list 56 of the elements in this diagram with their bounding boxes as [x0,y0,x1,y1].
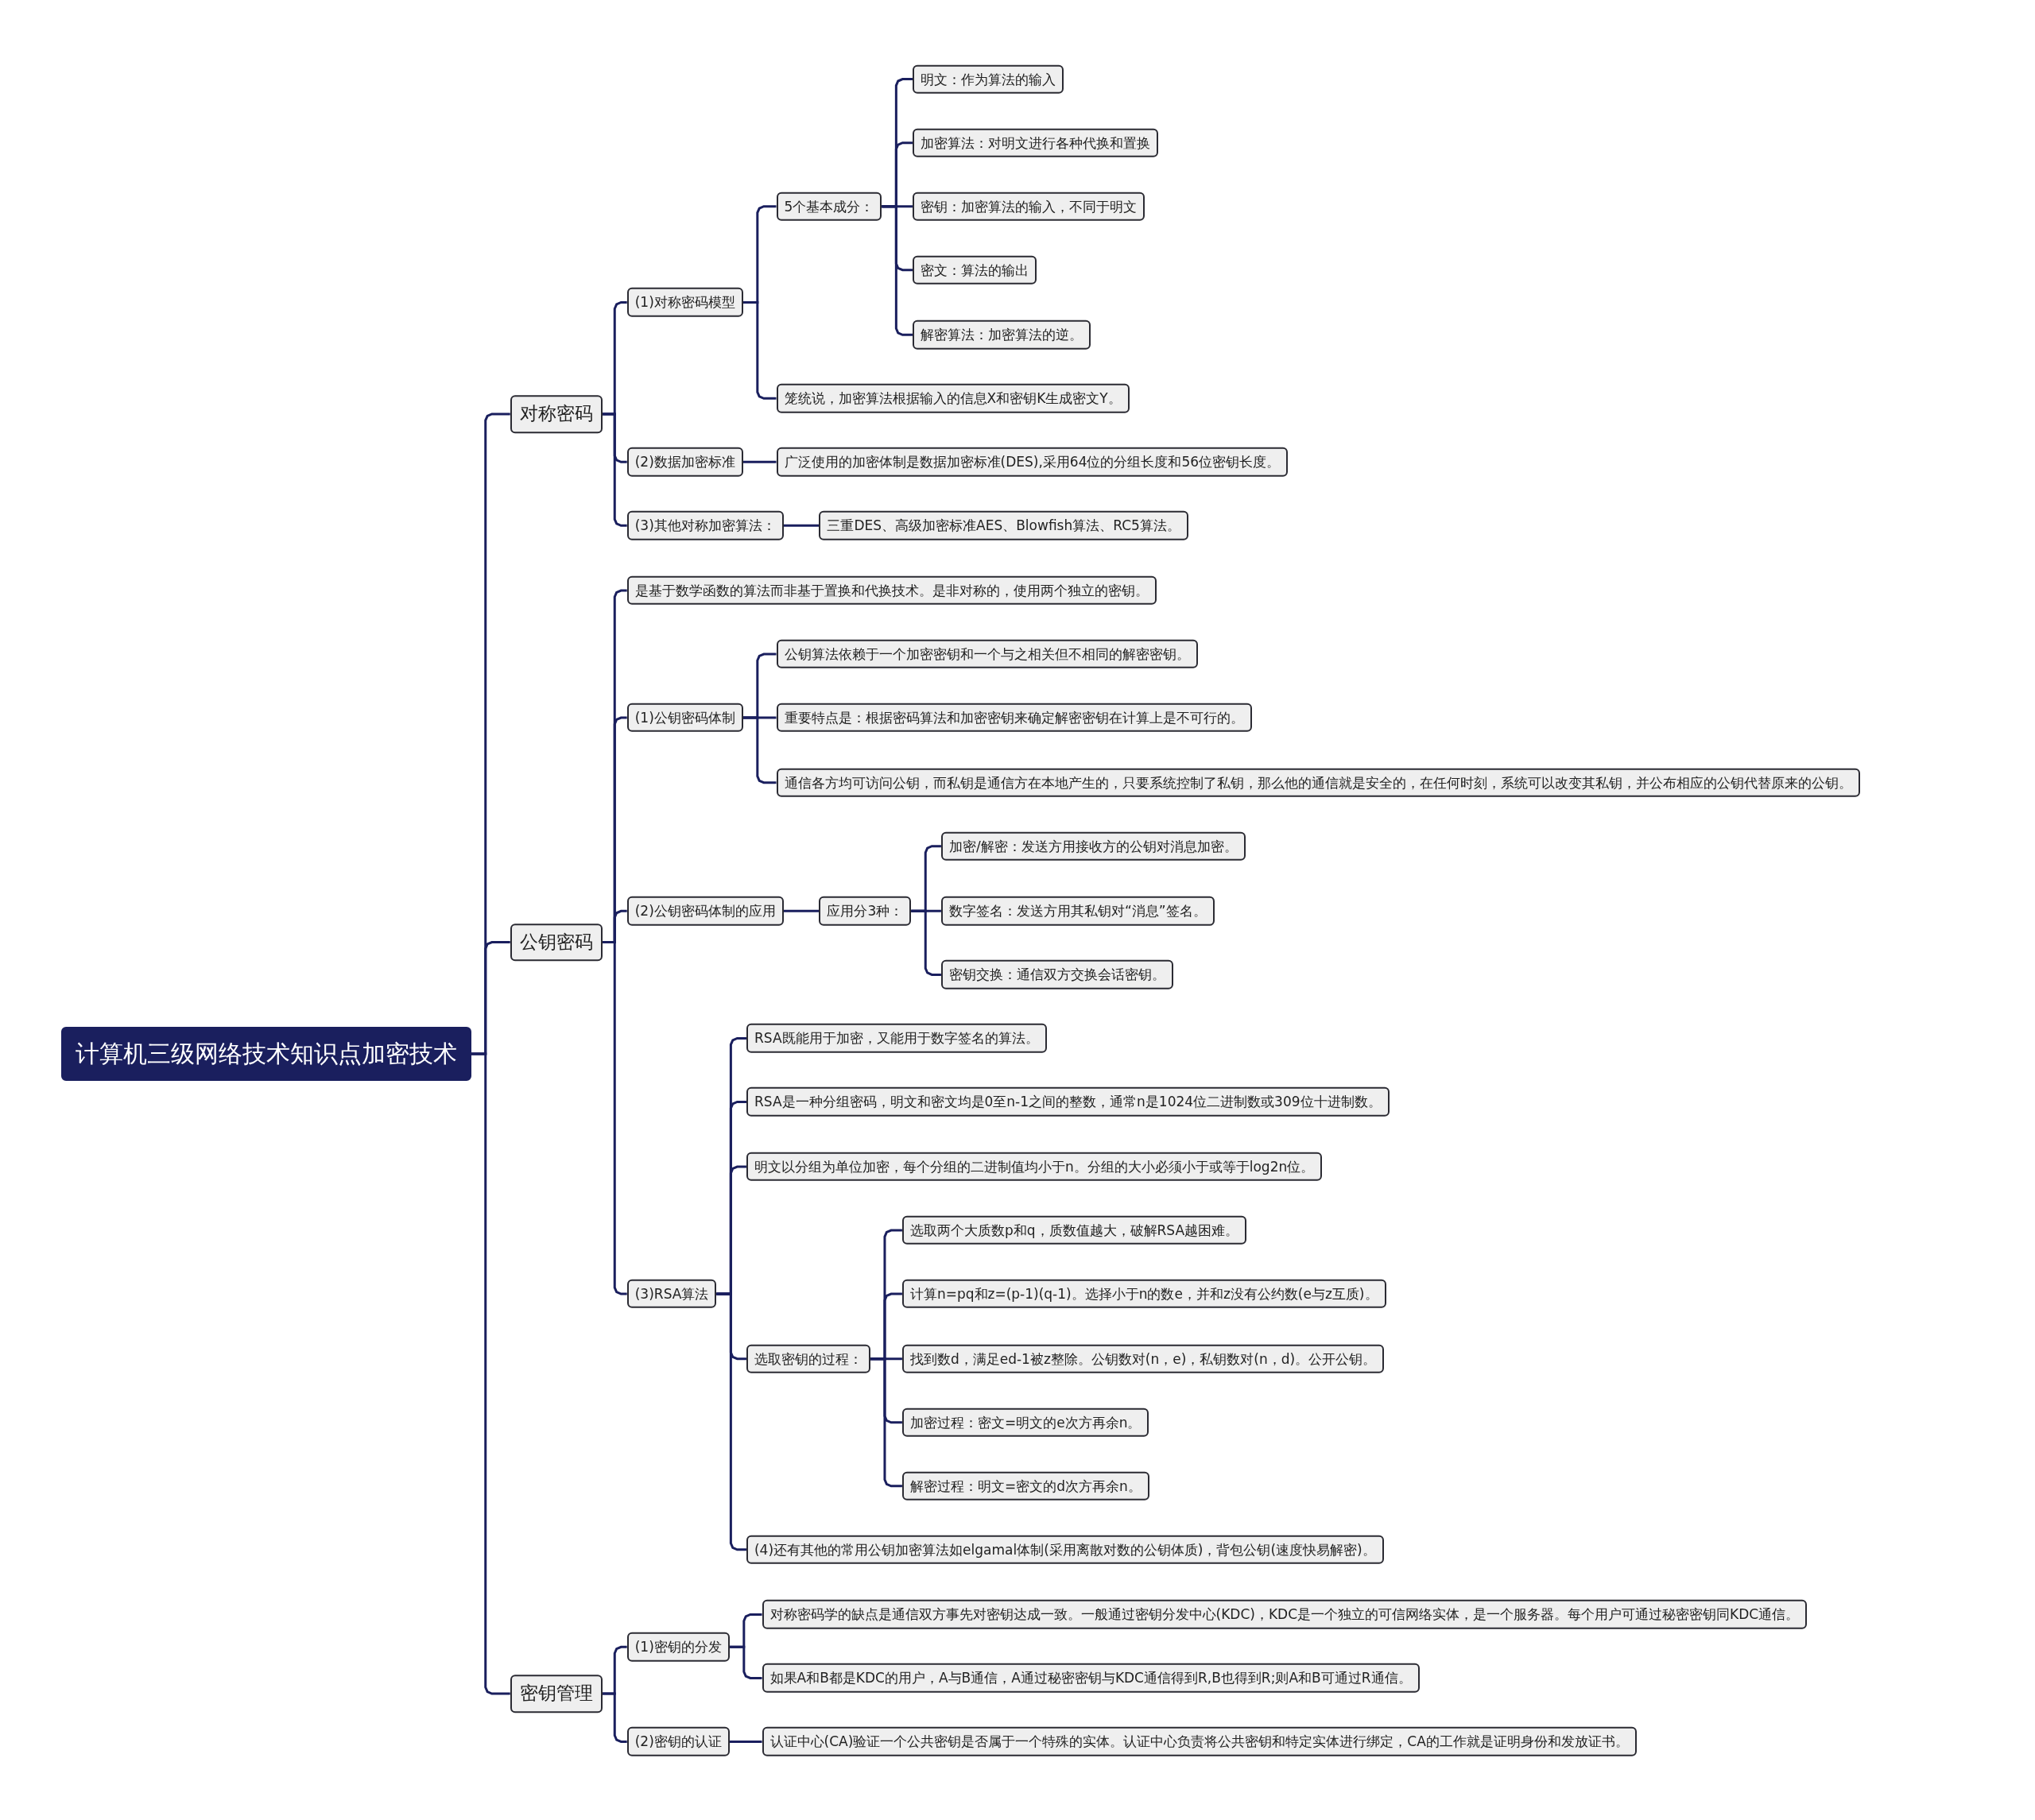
subtopic-box: (2)密钥的认证 [626,1727,730,1756]
subtopic-box: (3)其他对称加密算法： [626,511,784,540]
topic-box: 公钥密码 [510,923,603,962]
subtopic-box: 加密/解密：发送方用接收方的公钥对消息加密。 [940,831,1246,861]
connector-line [729,1645,762,1679]
subtopic-box: (1)密钥的分发 [626,1632,730,1662]
subtopic-box: 选取密钥的过程： [746,1344,870,1373]
subtopic-box: (4)还有其他的常用公钥加密算法如elgamal体制(采用离散对数的公钥体质)，背包公钥(速度快易解密)。 [746,1535,1384,1564]
subtopic-box: 明文以分组为单位加密，每个分组的二进制值均小于n。分组的大小必须小于或等于log2n位。 [746,1152,1323,1182]
subtopic-box: 应用分3种： [819,896,912,926]
connector-line [870,1357,902,1488]
connector-line [716,1292,746,1551]
subtopic-box: 找到数d，满足ed-1被z整除。公钥数对(n，e)，私钥数对(n，d)。公开公钥。 [901,1344,1385,1373]
connector-line [602,1692,627,1743]
subtopic-box: (2)公钥密码体制的应用 [626,896,784,926]
subtopic-box: 广泛使用的加密体制是数据加密标准(DES),采用64位的分组长度和56位密钥长度。 [776,447,1289,477]
subtopic-box: 加密过程：密文=明文的e次方再余n。 [901,1408,1149,1437]
connector-line [783,909,820,912]
connector-line [882,205,913,336]
subtopic-box: 密钥：加密算法的输入，不同于明文 [913,192,1145,221]
connector-line [729,1741,762,1743]
subtopic-box: 是基于数学函数的算法而非基于置换和代换技术。是非对称的，使用两个独立的密钥。 [626,575,1157,606]
subtopic-box: (1)对称密码模型 [626,288,743,317]
subtopic-box: (1)公钥密码体制 [626,703,743,733]
subtopic-box: 选取两个大质数p和q，质数值越大，破解RSA越困难。 [901,1215,1247,1245]
subtopic-box: 解密算法：加密算法的逆。 [913,320,1091,350]
subtopic-box: (3)RSA算法 [626,1279,717,1309]
connector-line [783,524,820,527]
connector-line [742,716,777,784]
subtopic-box: 密文：算法的输出 [913,255,1037,285]
subtopic-box: 计算n=pq和z=(p-1)(q-1)。选择小于n的数e，并和z没有公约数(e与z互质)。 [901,1279,1386,1309]
subtopic-box: 通信各方均可访问公钥，而私钥是通信方在本地产生的，只要系统控制了私钥，那么他的通信就是安全的，在任何时刻，系统可以改变其私钥，并公布相应的公钥代替原来的公钥。 [776,768,1860,797]
subtopic-box: 加密算法：对明文进行各种代换和置换 [913,128,1158,157]
connector-line [602,412,627,527]
subtopic-box: 数字签名：发送方用其私钥对“消息”签名。 [940,896,1215,926]
subtopic-box: 解密过程：明文=密文的d次方再余n。 [901,1471,1149,1501]
connector-line [471,1052,510,1695]
subtopic-box: 认证中心(CA)验证一个公共密钥是否属于一个特殊的实体。认证中心负责将公共密钥和特定实体进行绑定，CA的工作就是证明身份和发放证书。 [762,1727,1637,1756]
connector-line [742,301,777,400]
subtopic-box: (2)数据加密标准 [626,447,743,477]
subtopic-box: 重要特点是：根据密码算法和加密密钥来确定解密密钥在计算上是不可行的。 [776,703,1252,733]
subtopic-box: 对称密码学的缺点是通信双方事先对密钥达成一致。一般通过密钥分发中心(KDC)，KDC是一个独立的可信网络实体，是一个服务器。每个用户可通过秘密密钥同KDC通信。 [762,1600,1808,1629]
connector-line [742,460,777,463]
subtopic-box: RSA是一种分组密码，明文和密文均是0至n-1之间的整数，通常n是1024位二进制数或309位十进制数。 [746,1087,1390,1117]
topic-box: 对称密码 [510,395,603,433]
root-topic-box: 计算机三级网络技术知识点加密技术 [60,1027,471,1081]
subtopic-box: 三重DES、高级加密标准AES、Blowfish算法、RC5算法。 [819,511,1188,540]
subtopic-box: 公钥算法依赖于一个加密密钥和一个与之相关但不相同的解密密钥。 [776,639,1198,669]
subtopic-box: 密钥交换：通信双方交换会话密钥。 [940,960,1173,989]
subtopic-box: 5个基本成分： [776,192,882,221]
subtopic-box: RSA既能用于加密，又能用于数字签名的算法。 [746,1024,1047,1053]
subtopic-box: 如果A和B都是KDC的用户，A与B通信，A通过秘密密钥与KDC通信得到R,B也得到R;则A和B可通过R通信。 [762,1663,1420,1693]
subtopic-box: 笼统说，加密算法根据输入的信息X和密钥K生成密文Y。 [776,384,1130,413]
connector-line [911,909,941,976]
topic-box: 密钥管理 [510,1675,603,1713]
subtopic-box: 明文：作为算法的输入 [913,64,1064,94]
